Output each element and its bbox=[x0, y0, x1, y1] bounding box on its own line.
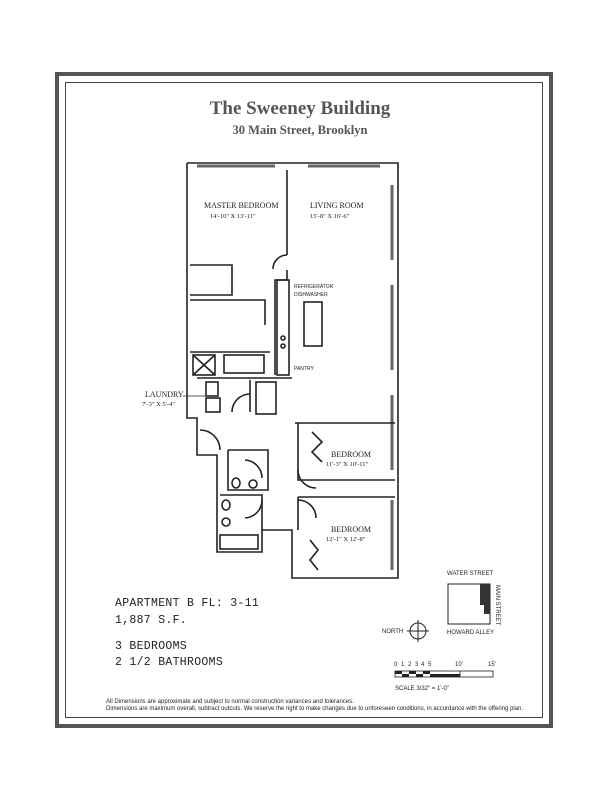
disclaimer-line-2: Dimensions are maximum overall, subtract… bbox=[106, 706, 523, 712]
scale-tick: 5 bbox=[428, 662, 432, 668]
howard-alley-label: HOWARD ALLEY bbox=[447, 630, 494, 636]
master-bedroom-dims: 14'-10" X 13'-11" bbox=[210, 213, 256, 220]
plan-walls bbox=[186, 162, 399, 579]
scale-tick: 4 bbox=[421, 662, 425, 668]
pantry-label: PANTRY bbox=[294, 366, 314, 372]
apartment-area: 1,887 S.F. bbox=[115, 614, 188, 627]
bathroom-count: 2 1/2 BATHROOMS bbox=[115, 656, 224, 669]
building-address: 30 Main Street, Brooklyn bbox=[232, 123, 368, 137]
water-street-label: WATER STREET bbox=[447, 571, 494, 577]
page-inner-border bbox=[65, 82, 543, 718]
master-bedroom-label: MASTER BEDROOM bbox=[204, 201, 278, 210]
north-label: NORTH bbox=[382, 629, 403, 635]
scale-tick: 0 bbox=[394, 662, 398, 668]
bedroom-1-dims: 11'-3" X 10'-11" bbox=[326, 461, 369, 468]
living-room-label: LIVING ROOM bbox=[310, 201, 364, 210]
disclaimer-line-1: All Dimensions are approximate and subje… bbox=[106, 699, 354, 705]
dishwasher-label: DISHWASHER bbox=[294, 292, 328, 298]
scale-label: SCALE 3/32" = 1'-0" bbox=[395, 686, 449, 692]
laundry-dims: 7'-3" X 5'-4" bbox=[142, 401, 175, 408]
scale-tick: 1 bbox=[401, 662, 405, 668]
scale-tick: 15' bbox=[488, 662, 496, 668]
building-title: The Sweeney Building bbox=[209, 98, 391, 119]
bedroom-2-dims: 12'-1" X 12'-8" bbox=[326, 536, 366, 543]
refrigerator-label: REFRIGERATOR bbox=[294, 284, 334, 290]
scale-tick: 10' bbox=[455, 662, 463, 668]
north-arrow-icon bbox=[407, 620, 429, 642]
main-street-label: MAIN STREET bbox=[494, 585, 500, 626]
site-key-building bbox=[480, 584, 490, 614]
scale-tick: 3 bbox=[415, 662, 419, 668]
bedroom-2-label: BEDROOM bbox=[331, 525, 371, 534]
laundry-label: LAUNDRY bbox=[145, 390, 184, 399]
living-room-dims: 15'-8" X 16'-6" bbox=[310, 213, 350, 220]
page-outer-border bbox=[55, 72, 553, 728]
scale-tick: 2 bbox=[408, 662, 412, 668]
bedroom-count: 3 BEDROOMS bbox=[115, 640, 188, 653]
bedroom-1-label: BEDROOM bbox=[331, 450, 371, 459]
scale-bar: 0 1 2 3 4 5 10' 15' SCALE 3/32" = 1'-0" bbox=[394, 662, 496, 692]
apartment-unit: APARTMENT B FL: 3-11 bbox=[115, 597, 260, 610]
